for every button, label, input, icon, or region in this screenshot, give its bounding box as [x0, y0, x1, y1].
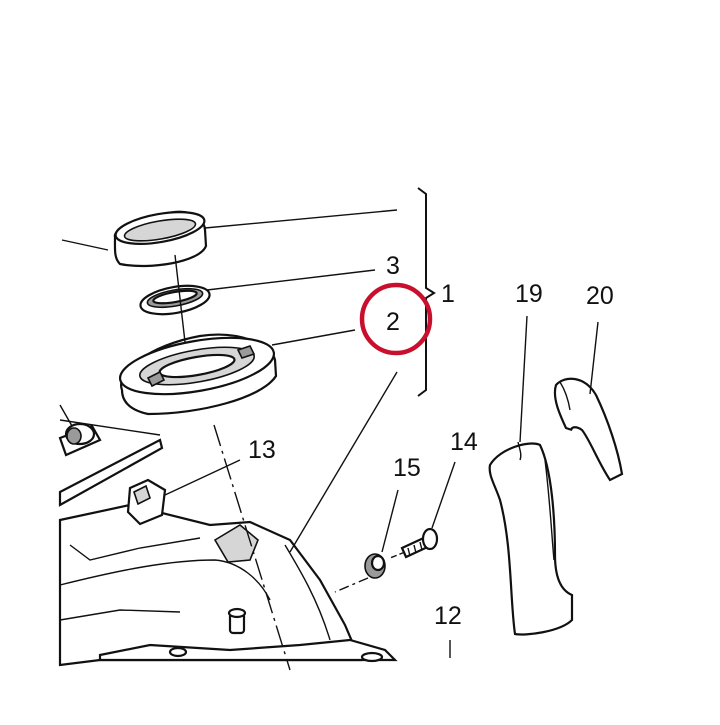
clip-part-13	[126, 478, 167, 526]
label-part-15: 15	[393, 454, 421, 482]
label-part-12: 12	[434, 602, 462, 630]
label-part-19: 19	[515, 280, 543, 308]
label-part-1: 1	[441, 280, 455, 308]
labels: 1 2 3 12 13 14 15 19 20	[248, 252, 614, 630]
top-cup-part	[113, 210, 208, 268]
leader-lines	[59, 209, 599, 658]
label-part-2: 2	[386, 308, 400, 336]
seal-ring-part-3	[139, 284, 211, 316]
bracket-part-19	[488, 441, 574, 636]
group-bracket	[417, 187, 436, 397]
highlight-circle	[359, 282, 433, 356]
label-part-20: 20	[586, 282, 614, 310]
bolt-part-14	[400, 527, 439, 559]
frame-assembly	[58, 422, 398, 667]
bracket-part-20	[553, 377, 624, 482]
bushing-part-15	[364, 553, 386, 579]
bearing-plate-part-2	[118, 333, 278, 416]
label-part-14: 14	[450, 428, 478, 456]
label-part-3: 3	[386, 252, 400, 280]
label-part-13: 13	[248, 436, 276, 464]
